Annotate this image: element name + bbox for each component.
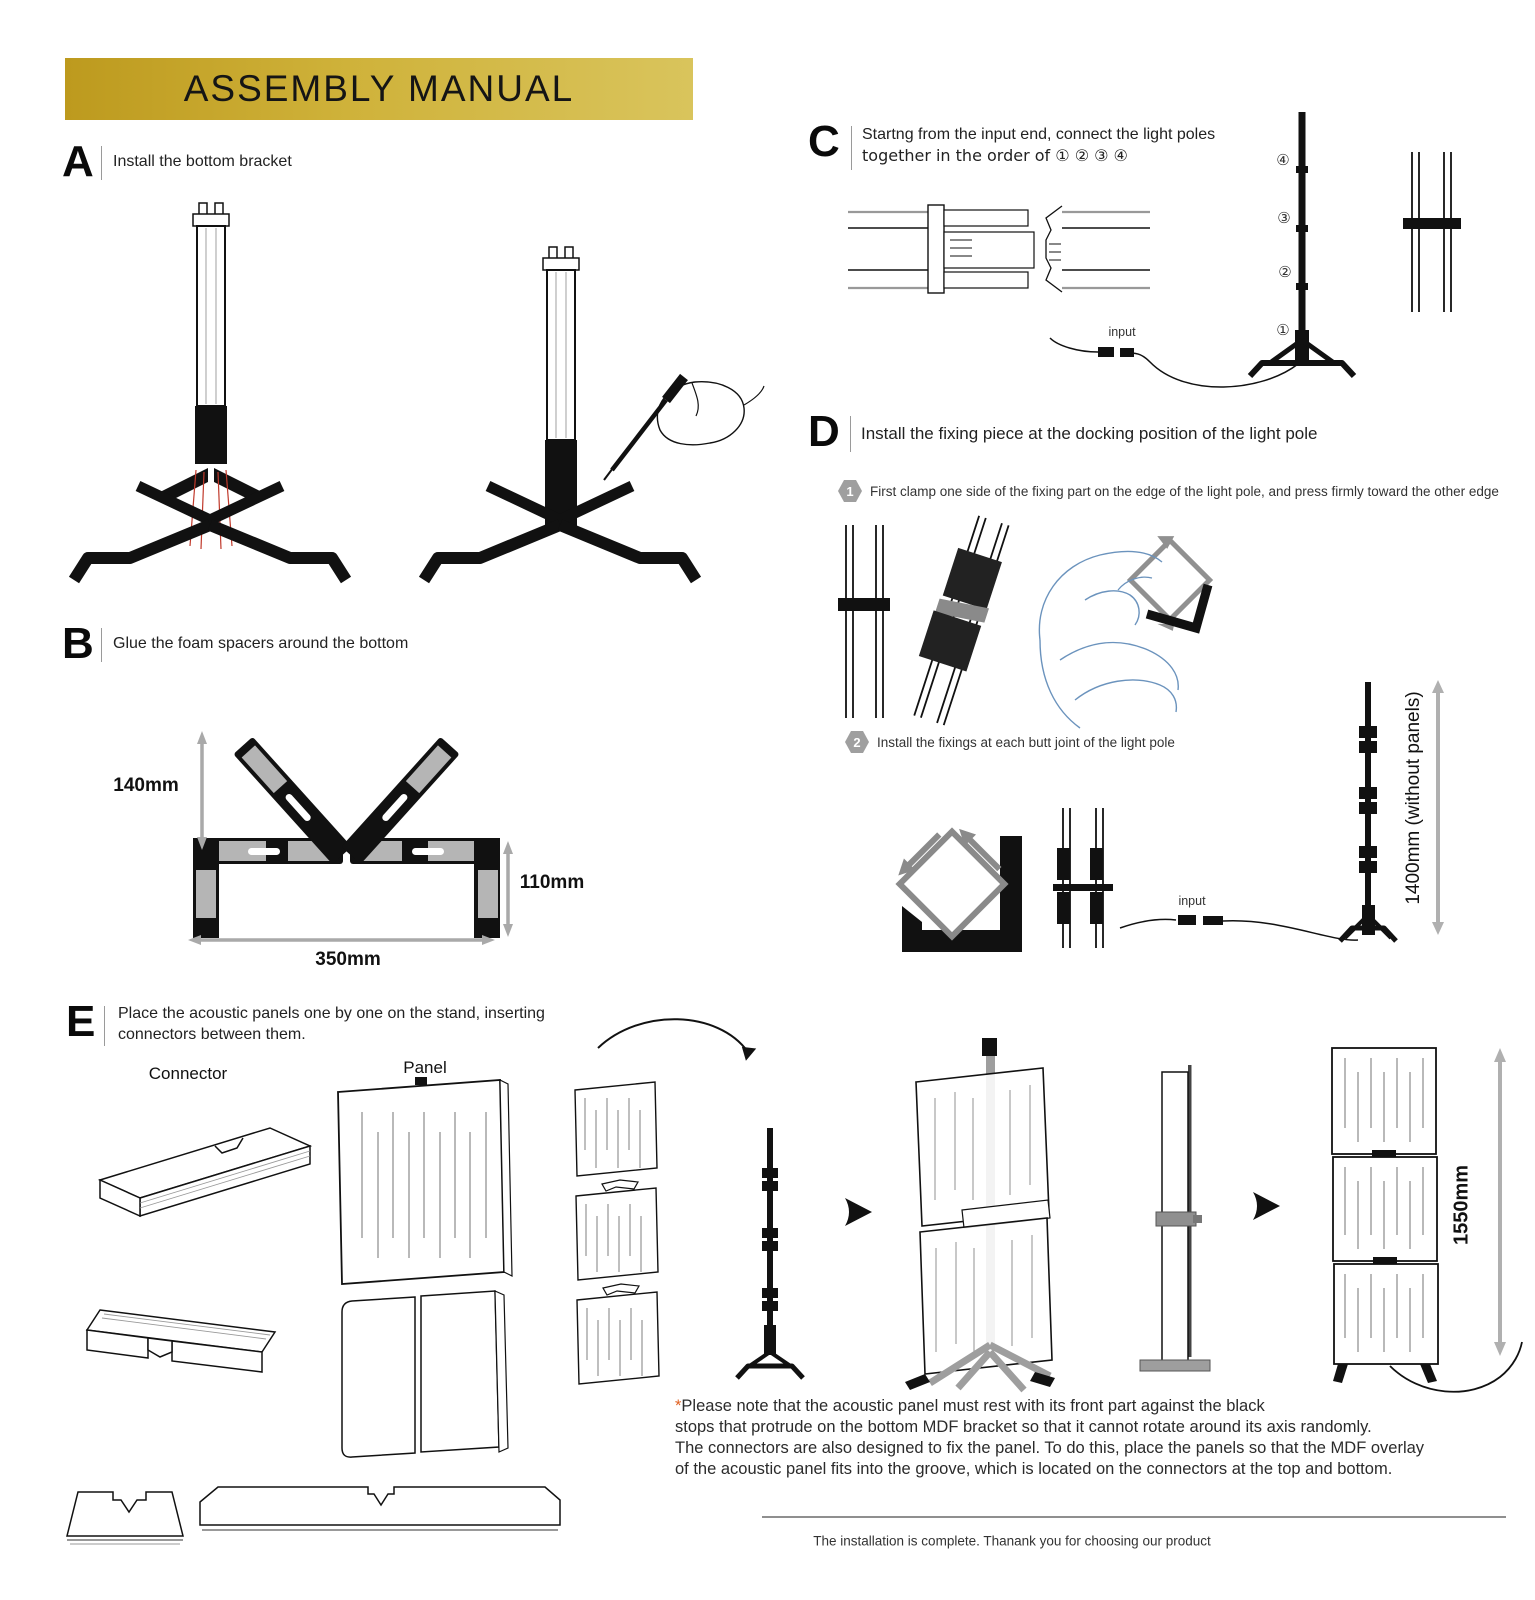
footnote-line3: The connectors are also designed to fix …: [675, 1439, 1425, 1457]
title-banner: ASSEMBLY MANUAL: [65, 58, 693, 120]
section-c-letter: C: [808, 117, 840, 166]
input-label-d: input: [1178, 894, 1206, 908]
step-1-badge: 1: [838, 480, 862, 502]
section-a-letter: A: [62, 137, 94, 186]
illustration-fixing-step1: [838, 515, 1214, 729]
section-b-divider: [101, 628, 102, 662]
dim-140mm: 140mm: [113, 775, 179, 796]
footnote-line4: of the acoustic panel fits into the groo…: [675, 1460, 1393, 1478]
section-b-letter: B: [62, 619, 94, 668]
dim-1400mm: 1400mm (without panels): [1403, 691, 1424, 905]
dim-110mm: 110mm: [519, 872, 585, 893]
hand-screwdriver-icon: [603, 373, 765, 481]
section-d-divider: [850, 416, 851, 452]
section-e-line2: connectors between them.: [118, 1026, 306, 1043]
illustration-foam-spacers: [188, 731, 513, 945]
step-1-text: First clamp one side of the fixing part …: [870, 484, 1499, 499]
dim-350mm: 350mm: [315, 949, 381, 970]
step-2-text: Install the fixings at each butt joint o…: [877, 735, 1175, 750]
section-a-divider: [101, 146, 102, 180]
step-2-badge: 2: [845, 731, 869, 753]
pole-number-1: ①: [1276, 321, 1290, 339]
input-label-c: input: [1108, 325, 1136, 339]
footnote-asterisk: *: [675, 1397, 682, 1415]
connector-label: Connector: [148, 1064, 228, 1083]
section-b-text: Glue the foam spacers around the bottom: [113, 635, 409, 652]
panel-label: Panel: [403, 1058, 447, 1077]
pole-number-3: ③: [1277, 209, 1291, 227]
dim-1550mm: 1550mm: [1450, 1164, 1473, 1246]
section-c-line1: Startng from the input end, connect the …: [862, 126, 1216, 143]
section-e-line1: Place the acoustic panels one by one on …: [118, 1005, 545, 1022]
section-a-text: Install the bottom bracket: [113, 153, 292, 170]
page-title: ASSEMBLY MANUAL: [183, 68, 575, 109]
section-c-text: Startng from the input end, connect the …: [862, 124, 1215, 166]
illustration-bottom-bracket: [68, 202, 765, 584]
footer-text: The installation is complete. Thanank yo…: [813, 1533, 1211, 1549]
section-d-letter: D: [808, 407, 840, 456]
footnote-line1-text: Please note that the acoustic panel must…: [681, 1397, 1265, 1415]
footnote-line2: stops that protrude on the bottom MDF br…: [675, 1418, 1372, 1436]
pole-number-4: ④: [1276, 151, 1290, 169]
illustration-pole-connection: [848, 112, 1461, 388]
pole-number-2: ②: [1278, 263, 1292, 281]
footer-divider: [762, 1516, 1506, 1518]
section-e-letter: E: [66, 997, 96, 1046]
footnote-line1: *Please note that the acoustic panel mus…: [675, 1396, 1424, 1417]
section-e-divider: [104, 1006, 105, 1046]
illustration-fixing-step2: [895, 680, 1444, 952]
section-e-text: Place the acoustic panels one by one on …: [118, 1003, 545, 1045]
hand-holding-fixing-icon: [1038, 536, 1214, 729]
section-c-line2: together in the order of ① ② ③ ④: [862, 146, 1128, 165]
section-c-divider: [851, 126, 852, 170]
section-d-text: Install the fixing piece at the docking …: [861, 424, 1318, 443]
illustration-panels-assembly: [66, 1018, 1523, 1545]
footnote: *Please note that the acoustic panel mus…: [675, 1396, 1424, 1480]
